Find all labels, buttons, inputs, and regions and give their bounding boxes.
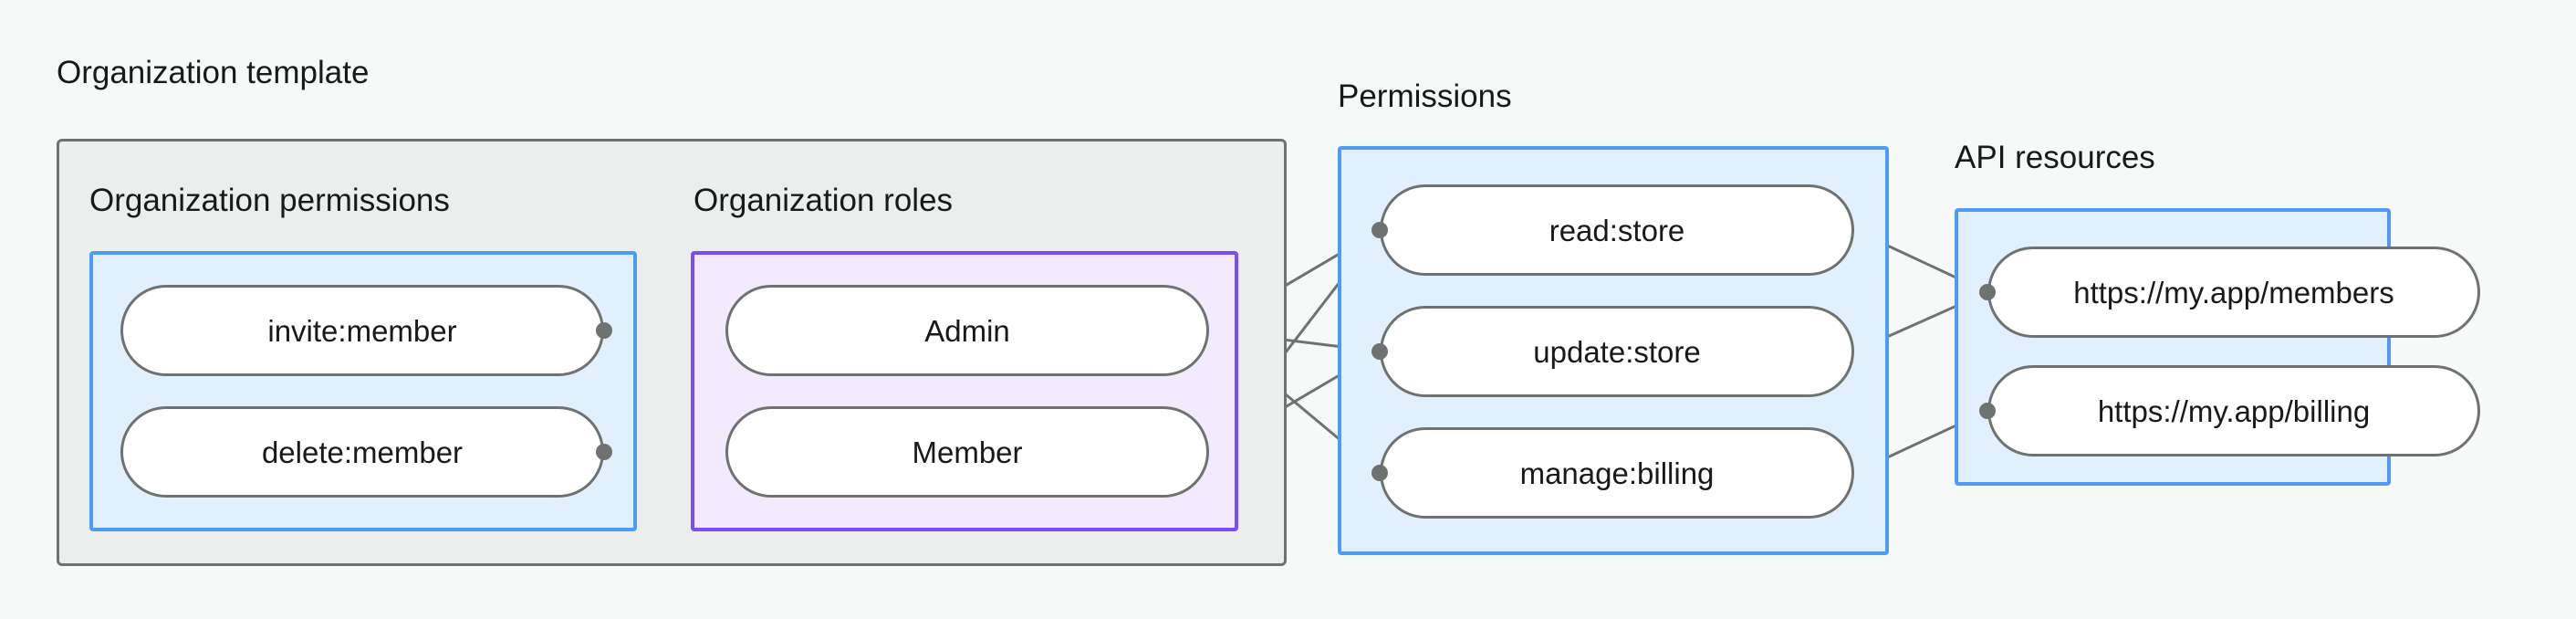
container-caption-api-resources: API resources <box>1955 140 2155 175</box>
dot-invite-member <box>596 322 612 339</box>
node-manage-billing[interactable]: manage:billing <box>1380 427 1854 519</box>
container-caption-organization-roles: Organization roles <box>694 183 954 218</box>
dot-delete-member <box>596 444 612 460</box>
dot-billing-url <box>1979 403 1996 419</box>
node-invite-member[interactable]: invite:member <box>120 285 604 376</box>
node-delete-member[interactable]: delete:member <box>120 406 604 498</box>
dot-update-store <box>1371 343 1388 360</box>
dot-manage-billing <box>1371 465 1388 481</box>
node-label-invite-member: invite:member <box>267 313 457 348</box>
node-billing-url[interactable]: https://my.app/billing <box>1987 365 2480 456</box>
node-label-update-store: update:store <box>1533 334 1701 369</box>
node-read-store[interactable]: read:store <box>1380 184 1854 276</box>
dot-members-url <box>1979 284 1996 300</box>
dot-read-store <box>1371 222 1388 238</box>
node-label-manage-billing: manage:billing <box>1519 456 1715 490</box>
node-label-delete-member: delete:member <box>261 435 464 469</box>
node-admin[interactable]: Admin <box>725 285 1209 376</box>
node-update-store[interactable]: update:store <box>1380 306 1854 397</box>
container-caption-permissions: Permissions <box>1338 79 1512 114</box>
node-label-read-store: read:store <box>1549 213 1685 247</box>
node-label-member: Member <box>912 435 1023 469</box>
node-members-url[interactable]: https://my.app/members <box>1987 247 2480 338</box>
node-label-members-url: https://my.app/members <box>2073 275 2394 310</box>
container-caption-organization-permissions: Organization permissions <box>89 183 450 218</box>
group-caption-organization-template: Organization template <box>57 55 370 90</box>
node-label-admin: Admin <box>924 313 1010 348</box>
node-member[interactable]: Member <box>725 406 1209 498</box>
node-label-billing-url: https://my.app/billing <box>2097 393 2371 428</box>
